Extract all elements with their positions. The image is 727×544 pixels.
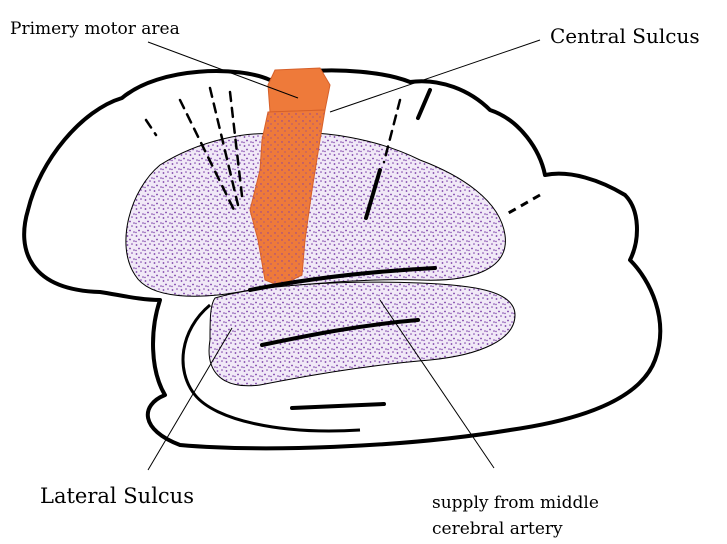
label-supply-line2: cerebral artery xyxy=(432,519,563,539)
mca-territory-lower xyxy=(209,282,515,386)
inferior-temporal-sulcus xyxy=(292,404,384,408)
label-central-sulcus: Central Sulcus xyxy=(550,24,700,48)
leader-central-sulcus xyxy=(330,40,540,112)
occipital-sulcus xyxy=(418,90,430,118)
label-supply-line1: supply from middle xyxy=(432,493,599,513)
parietal-dashed-sulcus xyxy=(505,195,540,215)
label-primary-motor-area: Primery motor area xyxy=(10,19,180,39)
label-lateral-sulcus: Lateral Sulcus xyxy=(40,484,194,508)
